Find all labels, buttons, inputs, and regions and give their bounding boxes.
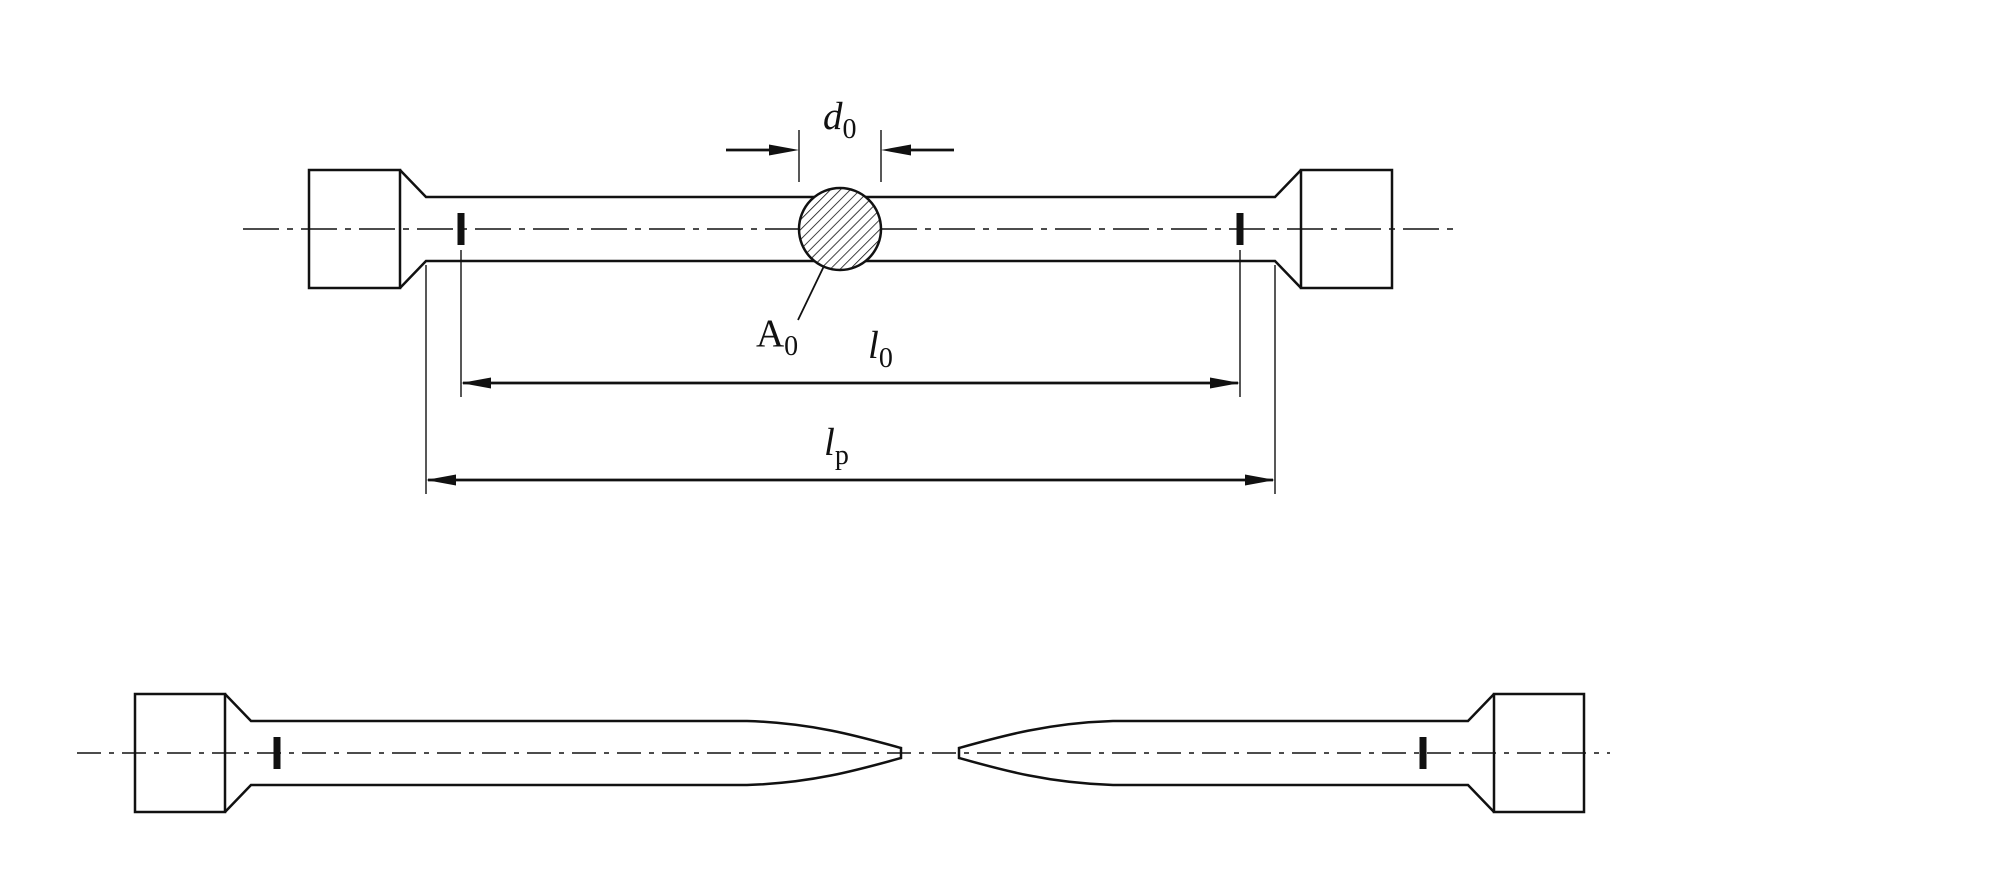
d0-arrowhead-left [769,144,799,156]
grip-head-right [1299,168,1394,290]
specimen-fractured [77,692,1610,814]
label-d0-sub: 0 [843,114,857,145]
fractured-right-half-outline [957,693,1495,813]
cross-section-hatch [797,186,883,272]
cross-section-circle [797,186,883,272]
label-a0-base: A [756,312,784,355]
specimen-unbroken: d0 A0 l0 lp [243,95,1458,494]
fractured-grip-head-left [133,692,227,814]
l0-arrowhead-right [1210,377,1240,389]
label-d0-base: d [823,95,843,138]
fractured-left-half-outline [224,693,903,813]
lp-arrowhead-right [1245,474,1275,486]
label-l0-base: l [868,324,879,367]
label-a0-sub: 0 [784,331,798,362]
l0-arrowhead-left [461,377,491,389]
label-l0: l0 [868,324,893,374]
grip-head-left [307,168,402,290]
label-lp: lp [824,421,849,471]
dimension-d0: d0 [726,95,954,182]
dimension-lp: lp [425,265,1276,494]
callout-a0: A0 [756,265,825,362]
label-l0-sub: 0 [879,343,893,374]
lp-arrowhead-left [426,474,456,486]
label-d0: d0 [823,95,857,145]
label-a0: A0 [756,312,798,362]
label-lp-sub: p [835,440,849,471]
label-lp-base: l [824,421,835,464]
a0-leader-line [797,265,825,321]
dimension-l0: l0 [460,250,1241,397]
fractured-grip-head-right [1492,692,1586,814]
d0-arrowhead-right [881,144,911,156]
